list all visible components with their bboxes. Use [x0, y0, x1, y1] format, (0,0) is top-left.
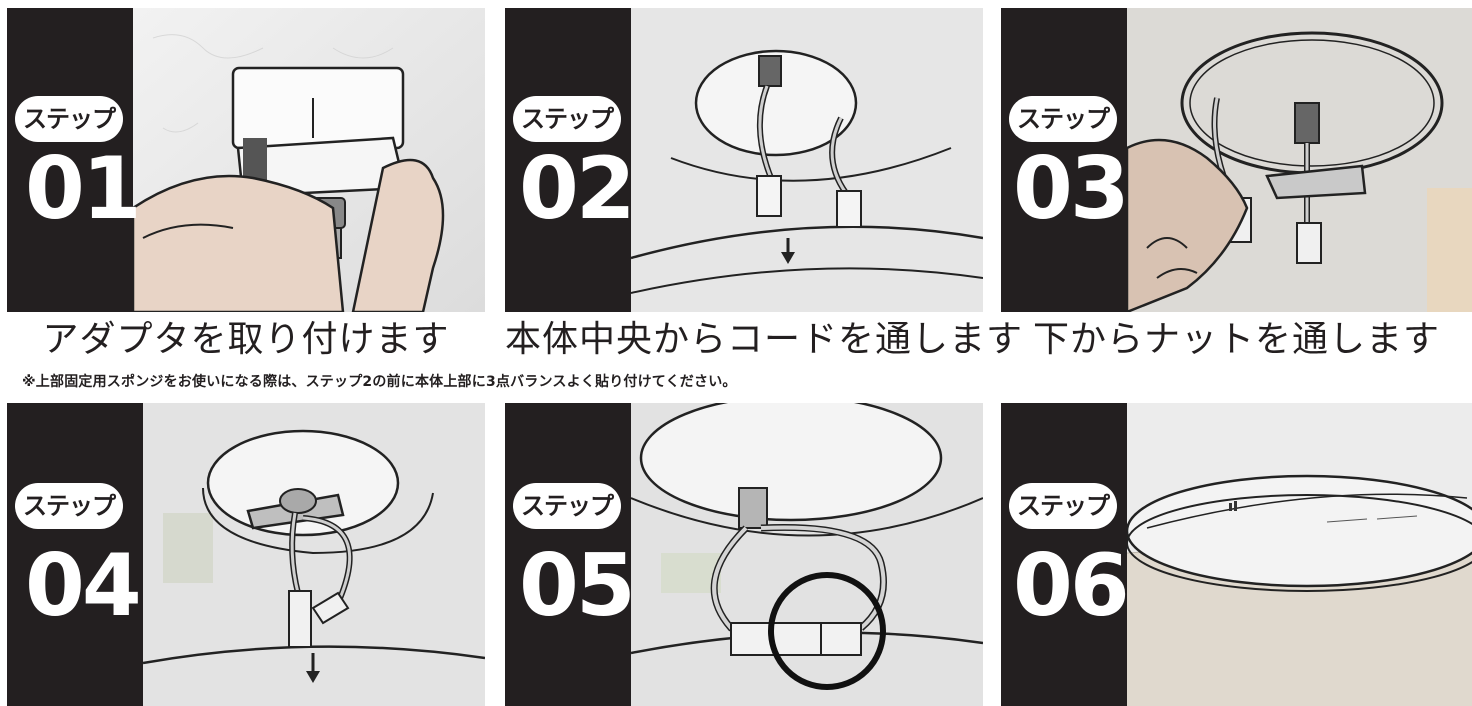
- step-05-panel: ステップ 05: [505, 403, 983, 706]
- step-03-photo: [1127, 8, 1472, 312]
- installation-note: ※上部固定用スポンジをお使いになる際は、ステップ2の前に本体上部に3点バランスよ…: [22, 374, 737, 390]
- step-02-badge: ステップ: [513, 96, 621, 142]
- step-06-number: 06: [1013, 536, 1130, 636]
- step-01-caption: アダプタを取り付けます: [42, 319, 450, 360]
- step-01-photo: [133, 8, 485, 312]
- step-02-panel: ステップ 02: [505, 8, 983, 312]
- step-04-badge: ステップ: [15, 483, 123, 529]
- step-03-caption: 下からナットを通します: [1032, 319, 1440, 360]
- step-05-badge: ステップ: [513, 483, 621, 529]
- step-01-badge: ステップ: [15, 96, 123, 142]
- step-04-number: 04: [25, 536, 142, 636]
- step-05-photo: [631, 403, 983, 706]
- step-04-panel: ステップ 04: [7, 403, 485, 706]
- step-02-number: 02: [519, 139, 636, 239]
- step-02-photo: [631, 8, 983, 312]
- step-03-number: 03: [1013, 139, 1130, 239]
- step-06-photo: [1127, 403, 1472, 706]
- step-06-badge: ステップ: [1009, 483, 1117, 529]
- step-06-panel: ステップ 06: [1001, 403, 1472, 706]
- step-03-badge: ステップ: [1009, 96, 1117, 142]
- step-04-photo: [143, 403, 485, 706]
- step-01-number: 01: [25, 139, 142, 239]
- step-05-number: 05: [519, 536, 636, 636]
- step-01-panel: ステップ 01: [7, 8, 485, 312]
- step-03-panel: ステップ 03: [1001, 8, 1472, 312]
- step-02-caption: 本体中央からコードを通します: [505, 319, 1024, 360]
